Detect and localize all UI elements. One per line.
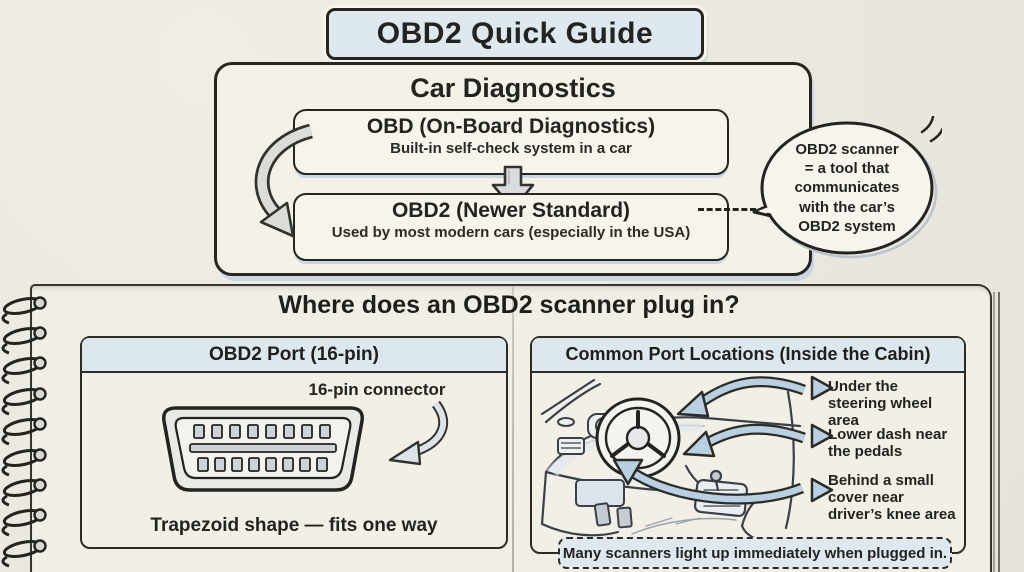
spiral-binding-icon — [1, 295, 47, 568]
location-item: Behind a small cover near driver’s knee … — [828, 472, 956, 524]
obd2-node-title: OBD2 (Newer Standard) — [391, 199, 631, 222]
locations-panel: Common Port Locations (Inside the Cabin) — [530, 336, 966, 554]
bubble-line: communicates — [794, 179, 900, 197]
connector-pointer-arrow-icon — [388, 400, 449, 466]
section-heading: Car Diagnostics — [410, 73, 616, 103]
speech-bubble: OBD2 scanner = a tool that communicates … — [752, 115, 945, 268]
bubble-connector-line — [698, 208, 756, 211]
obd-node-title: OBD (On-Board Diagnostics) — [366, 115, 656, 138]
page-stack-edge — [993, 292, 995, 572]
connector-label: 16-pin connector — [308, 380, 446, 399]
bubble-line: = a tool that — [804, 160, 890, 178]
port-caption: Trapezoid shape — fits one way — [150, 515, 438, 536]
bubble-line: with the car’s — [799, 198, 895, 216]
speech-bubble-text: OBD2 scanner = a tool that communicates … — [764, 140, 930, 236]
location-item: Under the steering wheel area — [828, 378, 933, 430]
bubble-line: OBD2 scanner — [795, 141, 899, 158]
obd-node-subtitle: Built-in self-check system in a car — [390, 140, 632, 157]
port-panel: OBD2 Port (16-pin) 16-pin connector — [80, 336, 508, 549]
obd2-node-subtitle: Used by most modern cars (especially in … — [331, 224, 691, 241]
obd-node: OBD (On-Board Diagnostics) Built-in self… — [293, 109, 729, 175]
location-item: Lower dash near the pedals — [828, 426, 948, 461]
locations-panel-header-text: Common Port Locations (Inside the Cabin) — [565, 344, 931, 364]
page-title: OBD2 Quick Guide — [326, 8, 704, 60]
obd2-node: OBD2 (Newer Standard) Used by most moder… — [293, 193, 729, 261]
scanner-note-text: Many scanners light up immediately when … — [562, 544, 948, 562]
bubble-line: OBD2 system — [798, 217, 896, 235]
page-title-text: OBD2 Quick Guide — [376, 17, 654, 50]
scanner-note: Many scanners light up immediately when … — [558, 537, 952, 569]
port-panel-header-text: OBD2 Port (16-pin) — [209, 343, 379, 365]
page-stack-edge — [998, 292, 1000, 572]
notebook-heading: Where does an OBD2 scanner plug in? — [278, 291, 740, 319]
speech-bubble-shape — [752, 115, 945, 259]
curved-arrow-icon — [254, 123, 314, 238]
page-center-fold — [512, 287, 514, 572]
obd2-connector-icon — [162, 406, 364, 492]
locations-panel-header: Common Port Locations (Inside the Cabin) — [532, 338, 964, 373]
car-dashboard-illustration — [540, 378, 802, 544]
port-panel-header: OBD2 Port (16-pin) — [82, 338, 506, 373]
car-diagnostics-box: Car Diagnostics OBD (On-Board Diagnostic… — [214, 62, 812, 276]
